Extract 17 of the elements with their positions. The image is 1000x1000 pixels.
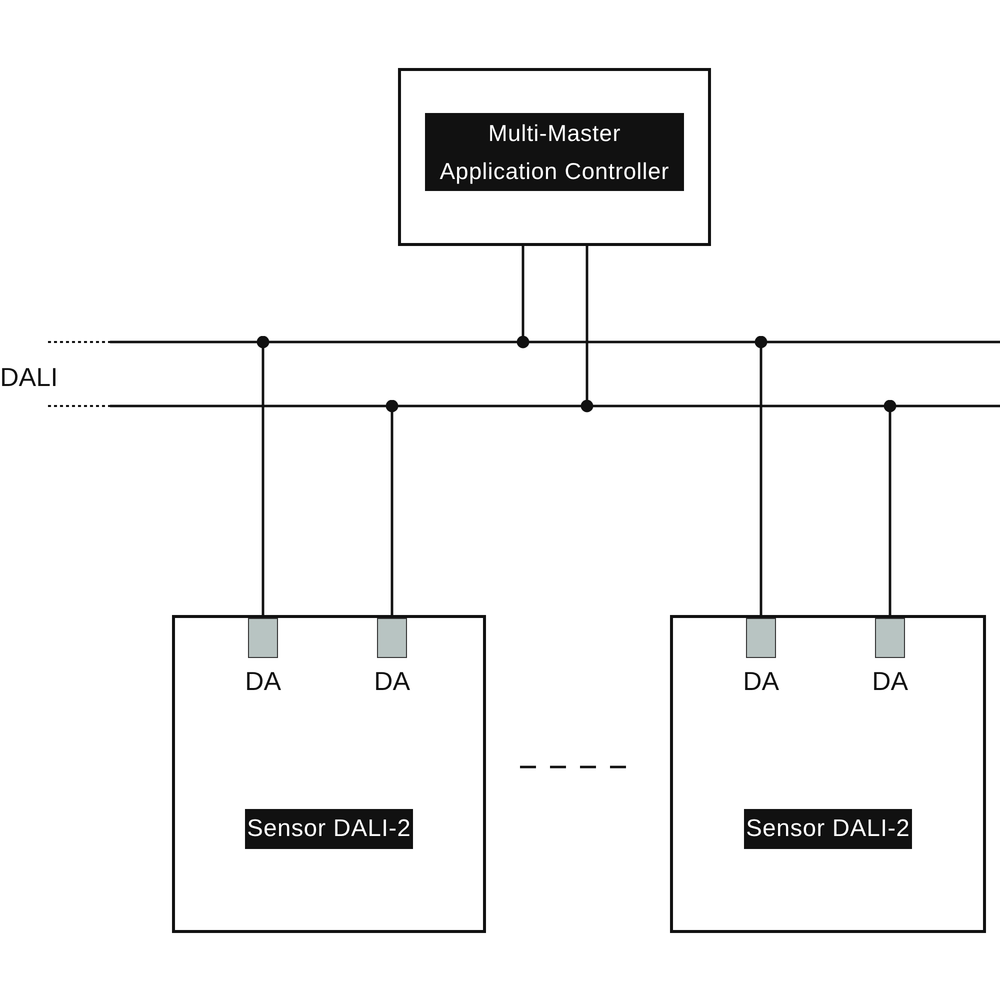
connector-line [754,336,768,618]
sensor-box [172,615,486,933]
terminal-label: DA [372,666,412,697]
connector-line [580,246,594,412]
bus-label: DALI [0,362,58,393]
controller-box [398,68,711,246]
sensor-label: Sensor DALI-2 [744,809,912,849]
connector-line [884,400,896,618]
connector-line [386,400,398,618]
controller-label: Multi-Master Application Controller [425,113,684,191]
connector-line [516,246,530,348]
sensor-box [670,615,986,933]
connector-line [256,336,270,618]
terminal-label: DA [742,666,780,697]
terminal-label: DA [244,666,282,697]
sensor-label: Sensor DALI-2 [245,809,413,849]
terminal-label: DA [870,666,910,697]
